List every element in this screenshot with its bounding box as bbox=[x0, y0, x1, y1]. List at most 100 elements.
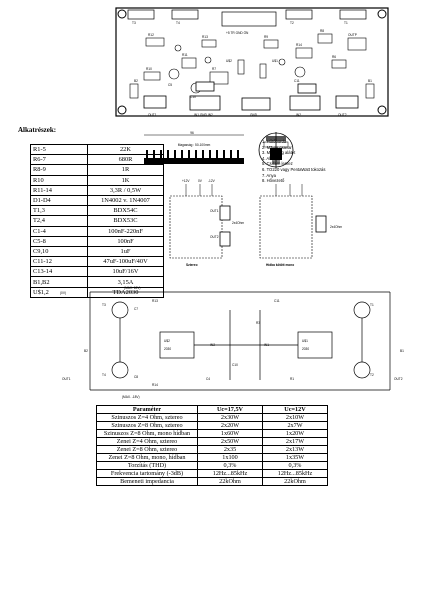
part-designator: C1-4 bbox=[30, 225, 88, 237]
wiring-mono: 2x4Ohm Hídba kötött mono bbox=[259, 184, 342, 267]
component-footprints bbox=[129, 33, 375, 99]
param-value: 1x60W bbox=[197, 429, 263, 438]
svg-text:U$2: U$2 bbox=[226, 59, 232, 63]
part-designator: C13-14 bbox=[30, 266, 88, 278]
part-value: 10uF/16V bbox=[87, 266, 164, 278]
svg-text:GND: GND bbox=[250, 113, 258, 117]
param-name: Zenei Z=8 Ohm, sztereo bbox=[96, 445, 198, 454]
part-designator: C11-12 bbox=[30, 256, 88, 268]
mounting-diagram bbox=[258, 132, 294, 168]
svg-text:B2: B2 bbox=[134, 79, 138, 83]
part-designator: R1-5 bbox=[30, 143, 88, 156]
param-name: Szinuszos Z=8 Ohm, sztereo bbox=[96, 421, 198, 430]
svg-text:+5 TR GND ÖN: +5 TR GND ÖN bbox=[226, 31, 249, 35]
part-designator: C5-8 bbox=[30, 235, 88, 247]
supply-zero: 0V bbox=[198, 179, 203, 183]
heatsink-fin bbox=[223, 150, 225, 160]
mount-hole-bl bbox=[117, 105, 127, 115]
param-value: 22kOhm bbox=[197, 477, 263, 486]
svg-text:T2: T2 bbox=[290, 21, 294, 25]
param-value: 2x50W bbox=[197, 437, 263, 446]
legend-item: 3. Műanyag alátét bbox=[262, 150, 296, 156]
svg-text:C8: C8 bbox=[134, 375, 138, 379]
param-name: Zenei Z=4 Ohm, sztereo bbox=[96, 437, 198, 446]
heatsink-fin bbox=[160, 150, 162, 160]
svg-text:(0V): (0V) bbox=[60, 291, 66, 295]
heatsink-fin bbox=[237, 150, 239, 160]
part-designator: R8-9 bbox=[30, 164, 88, 176]
svg-text:R3: R3 bbox=[256, 321, 260, 325]
svg-text:T4: T4 bbox=[102, 373, 106, 377]
legend-item: 4. Alátét bbox=[262, 155, 278, 161]
svg-text:R8: R8 bbox=[320, 29, 324, 33]
param-value: 2x20W bbox=[197, 421, 263, 430]
svg-text:IN2: IN2 bbox=[296, 113, 301, 117]
param-row: Torzítás (THD)0,3%0,3% bbox=[96, 461, 328, 470]
part-designator: C9,10 bbox=[30, 245, 88, 258]
mount-hole-tr bbox=[377, 9, 387, 19]
terminal-blocks bbox=[143, 81, 359, 111]
svg-text:R1: R1 bbox=[290, 377, 294, 381]
svg-text:2030: 2030 bbox=[164, 347, 171, 351]
part-designator: R6-7 bbox=[30, 154, 88, 166]
heatsink-fin bbox=[209, 150, 211, 160]
svg-text:B1: B1 bbox=[400, 349, 404, 353]
legend-item: 6. TO220 vagy PentaWatt tokozás bbox=[262, 166, 326, 172]
heatsink-fin bbox=[146, 150, 148, 160]
param-value: 1x35W bbox=[262, 453, 328, 462]
supply-minus: -12V bbox=[208, 179, 216, 183]
param-header: Paraméter bbox=[96, 405, 198, 414]
svg-text:C7: C7 bbox=[134, 307, 138, 311]
svg-text:OUT2: OUT2 bbox=[338, 113, 347, 117]
transistor-row bbox=[127, 9, 367, 27]
param-value: 0,3% bbox=[262, 461, 328, 470]
stereo-speaker-label: 2x4Ohm bbox=[232, 221, 244, 225]
svg-text:R13: R13 bbox=[152, 299, 158, 303]
part-designator: R11-14 bbox=[30, 184, 88, 196]
svg-text:C11: C11 bbox=[294, 79, 300, 83]
svg-text:U$1: U$1 bbox=[272, 59, 278, 63]
svg-text:2030: 2030 bbox=[302, 347, 309, 351]
stereo-out1: OUT1 bbox=[210, 209, 219, 213]
svg-text:T3: T3 bbox=[132, 21, 136, 25]
svg-text:OUT2: OUT2 bbox=[394, 377, 403, 381]
svg-text:R10: R10 bbox=[146, 67, 152, 71]
part-value: BDX53C bbox=[87, 215, 164, 227]
legend-item: 8. Hővezető bbox=[262, 178, 285, 184]
mono-speaker-label: 2x4Ohm bbox=[330, 225, 342, 229]
heatsink-width-label: 96 bbox=[190, 131, 194, 135]
mount-hole-br bbox=[377, 105, 387, 115]
svg-text:OUT1: OUT1 bbox=[62, 377, 71, 381]
svg-text:T4: T4 bbox=[176, 21, 180, 25]
part-value: 100nF-220nF bbox=[87, 225, 164, 237]
svg-text:T1: T1 bbox=[370, 303, 374, 307]
svg-text:IN1: IN1 bbox=[264, 343, 269, 347]
svg-text:T2: T2 bbox=[370, 373, 374, 377]
part-value: 100nF bbox=[87, 235, 164, 247]
param-value: 2x35 bbox=[197, 445, 263, 454]
param-name: Bemeneti impedancia bbox=[96, 477, 198, 486]
svg-text:B1: B1 bbox=[368, 79, 372, 83]
svg-text:R13: R13 bbox=[202, 35, 208, 39]
heatsink-fin bbox=[202, 150, 204, 160]
svg-text:B2: B2 bbox=[84, 349, 88, 353]
legend-item: 1. Hűtőborda bbox=[262, 139, 287, 144]
svg-text:U$1: U$1 bbox=[302, 339, 308, 343]
svg-text:U$2: U$2 bbox=[164, 339, 170, 343]
